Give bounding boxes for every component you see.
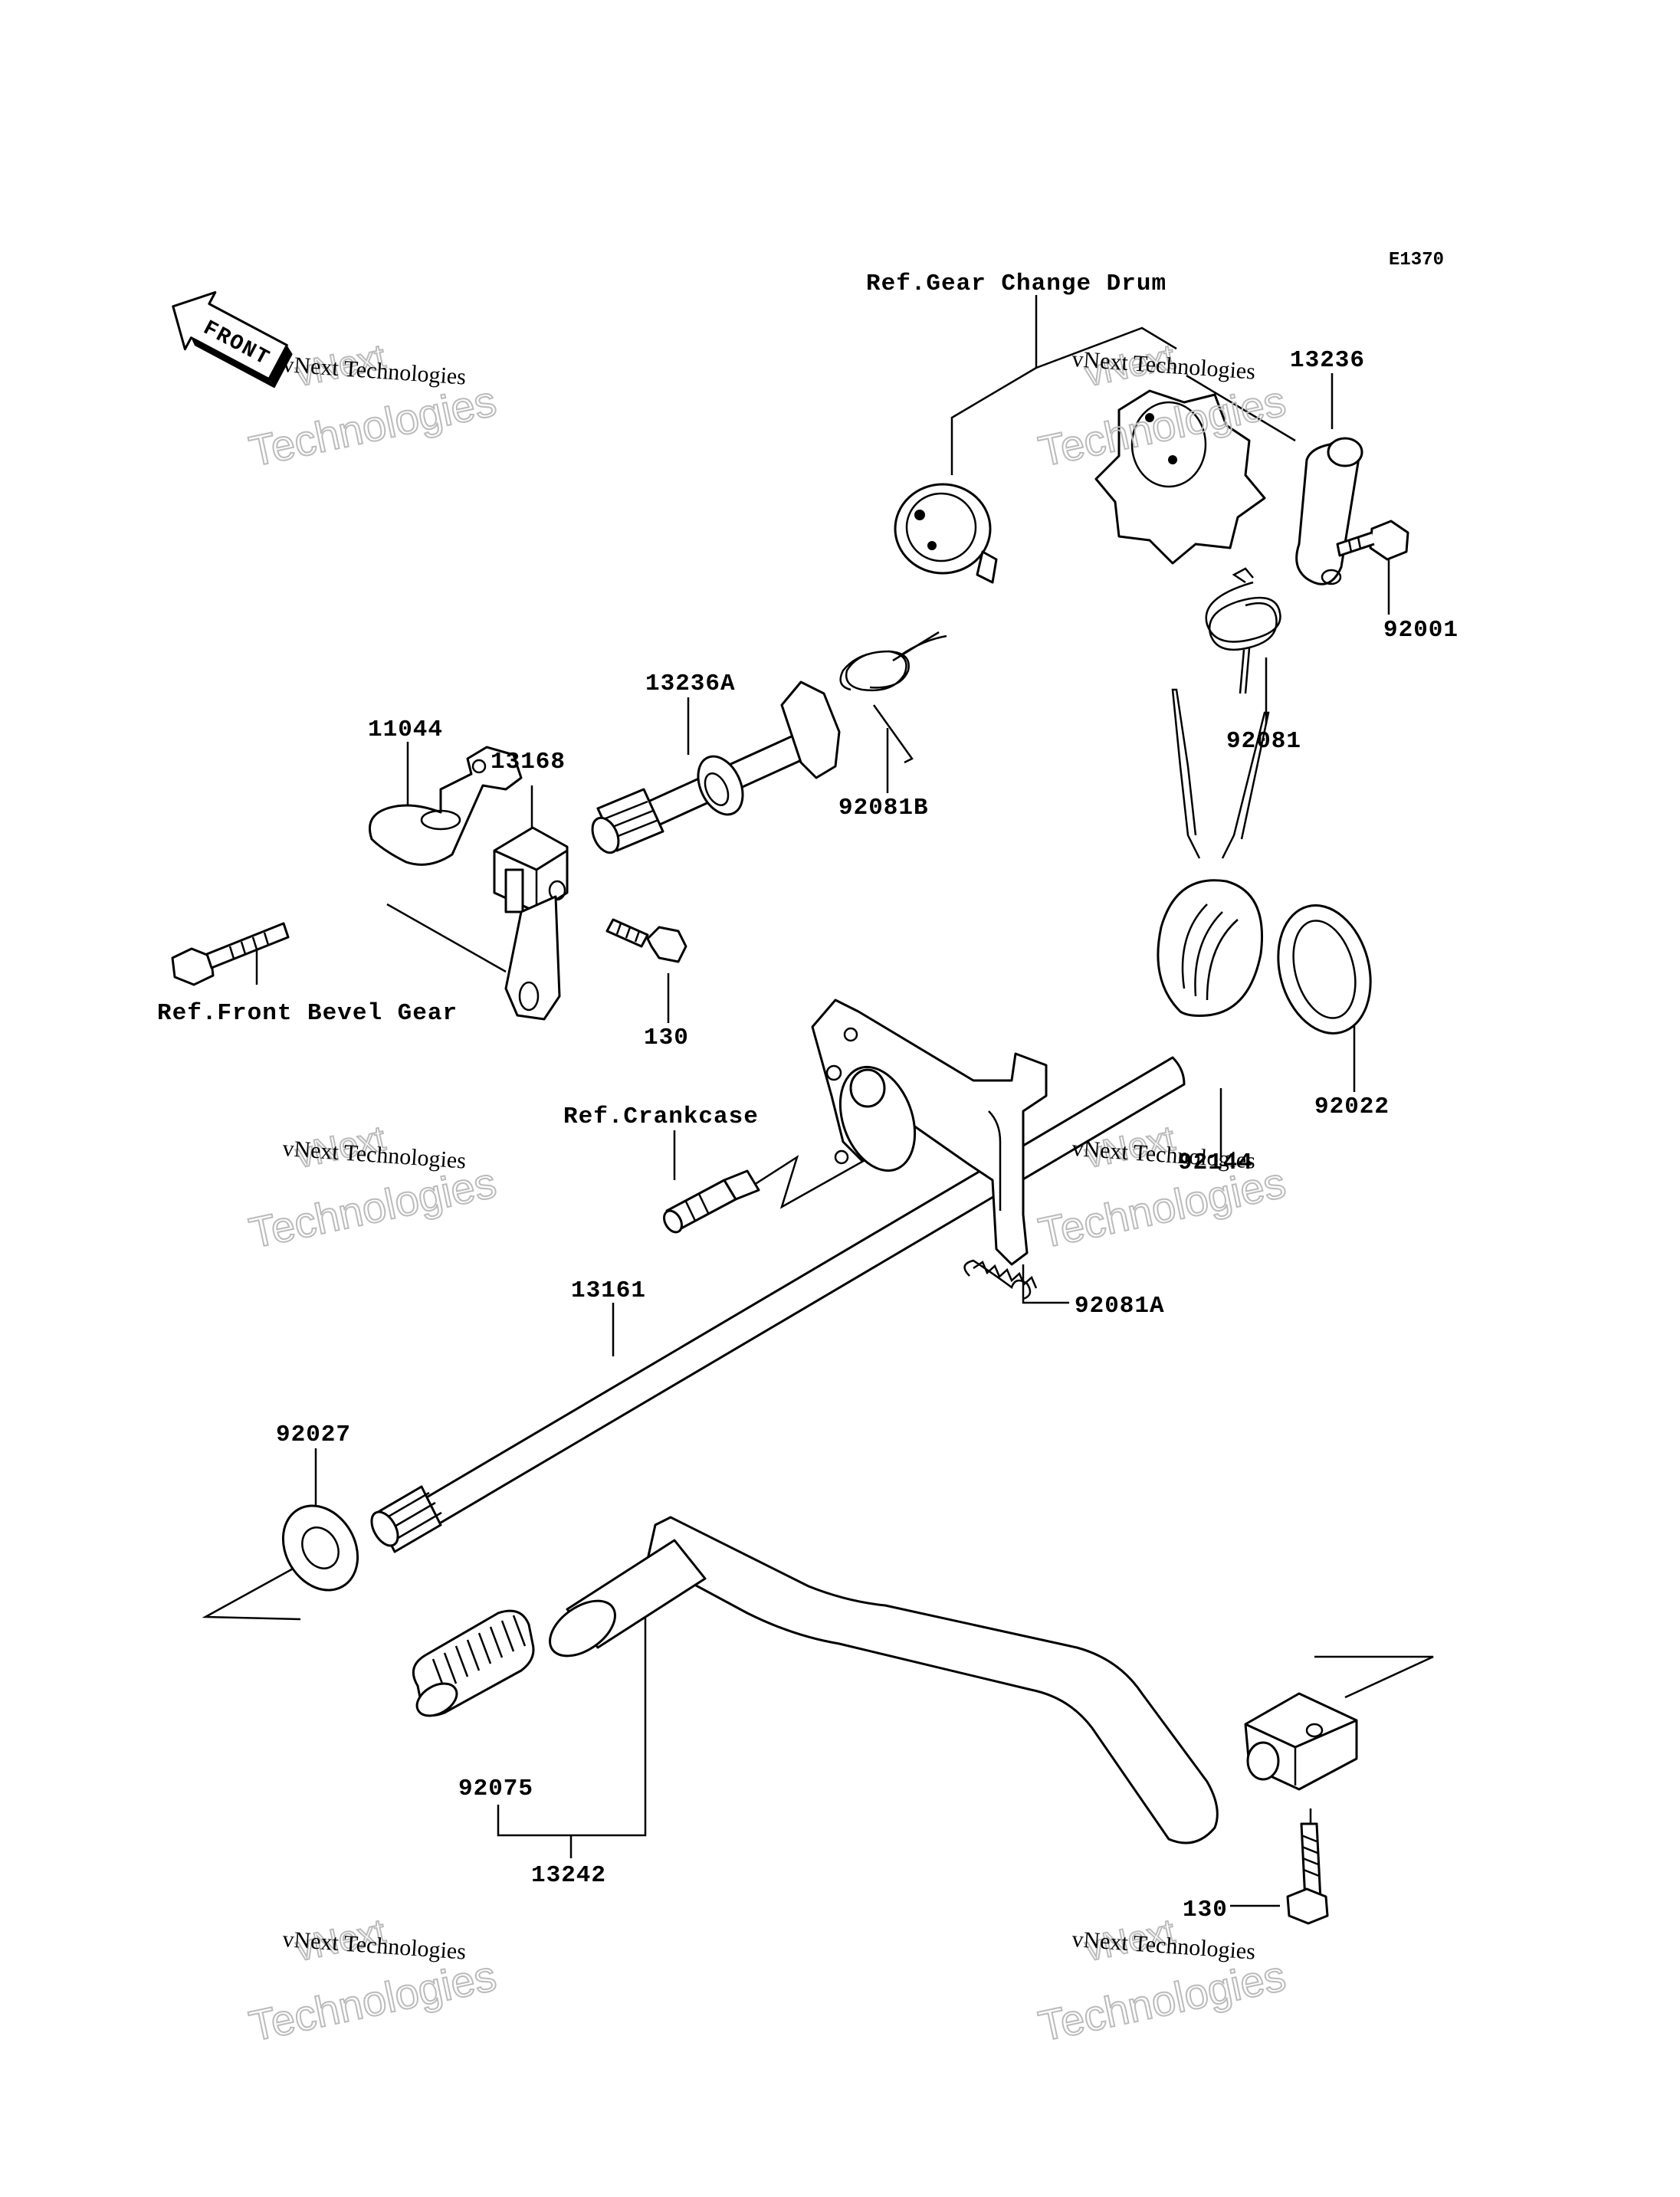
ref-gear-change-drum-label: Ref.Gear Change Drum <box>866 271 1166 297</box>
spring-92081A <box>963 1259 1038 1300</box>
part-label-92022: 92022 <box>1314 1094 1390 1120</box>
part-label-130-upper: 130 <box>644 1025 689 1051</box>
pedal-rubber-92075 <box>412 1609 535 1717</box>
leader-lines <box>202 295 1434 1907</box>
shift-pedal-13242 <box>549 1516 1358 1844</box>
gear-change-drum-cam <box>1094 389 1266 565</box>
watermark-word: Technologies <box>245 376 500 476</box>
part-label-92027: 92027 <box>276 1421 351 1448</box>
labels: E1370 Ref.Gear Change Drum 13236 92001 9… <box>157 250 1459 1923</box>
bevel-gear-bolt <box>171 922 290 986</box>
shift-guide-11044 <box>369 746 523 866</box>
crankcase-stud <box>663 1169 760 1234</box>
bolt-130-lower <box>1286 1822 1329 1925</box>
washer-92022 <box>1277 904 1372 1035</box>
spring-92081B <box>839 635 947 764</box>
part-label-92081A: 92081A <box>1075 1293 1165 1320</box>
bolt-130-upper <box>605 918 687 963</box>
spring-92081 <box>1205 567 1281 694</box>
bolt-92001 <box>1336 520 1409 561</box>
return-spring-92144 <box>1157 688 1270 1017</box>
shift-lever-13168 <box>493 826 569 1021</box>
watermark-word: Technologies <box>1035 1951 1290 2051</box>
shift-mechanism-plate <box>811 998 1048 1266</box>
part-label-92144: 92144 <box>1178 1149 1253 1176</box>
part-label-13236: 13236 <box>1290 347 1365 374</box>
part-label-13242: 13242 <box>531 1862 606 1889</box>
part-label-13168: 13168 <box>491 749 566 776</box>
shift-shaft-13161 <box>370 1056 1186 1553</box>
watermark-mid-left: vNext Technologies <box>244 1117 501 1258</box>
diagram-code: E1370 <box>1389 250 1444 271</box>
part-label-13161: 13161 <box>571 1277 646 1304</box>
watermark-bottom-left: vNext Technologies <box>244 1910 501 2051</box>
watermark-bottom-right: vNext Technologies <box>1034 1910 1291 2051</box>
ref-front-bevel-gear-label: Ref.Front Bevel Gear <box>157 1000 458 1027</box>
washer-92027 <box>281 1504 359 1592</box>
part-label-92001: 92001 <box>1383 617 1459 644</box>
part-label-13236A: 13236A <box>645 671 736 697</box>
part-label-11044: 11044 <box>368 716 443 743</box>
part-label-92081B: 92081B <box>838 795 929 821</box>
part-label-92081: 92081 <box>1226 728 1301 755</box>
part-label-130-lower: 130 <box>1183 1897 1228 1923</box>
part-label-92075: 92075 <box>458 1776 533 1802</box>
front-arrow-icon: FRONT <box>172 290 293 389</box>
watermark-word: Technologies <box>245 1951 500 2051</box>
watermark-mid-right: vNext Technologies <box>1034 1117 1291 1258</box>
shift-mechanism-arm-13236A <box>591 680 841 854</box>
shift-drum-positioning-lever <box>1295 437 1363 585</box>
gear-change-drum-pin-plate <box>894 483 998 584</box>
ref-crankcase-label: Ref.Crankcase <box>563 1103 759 1130</box>
